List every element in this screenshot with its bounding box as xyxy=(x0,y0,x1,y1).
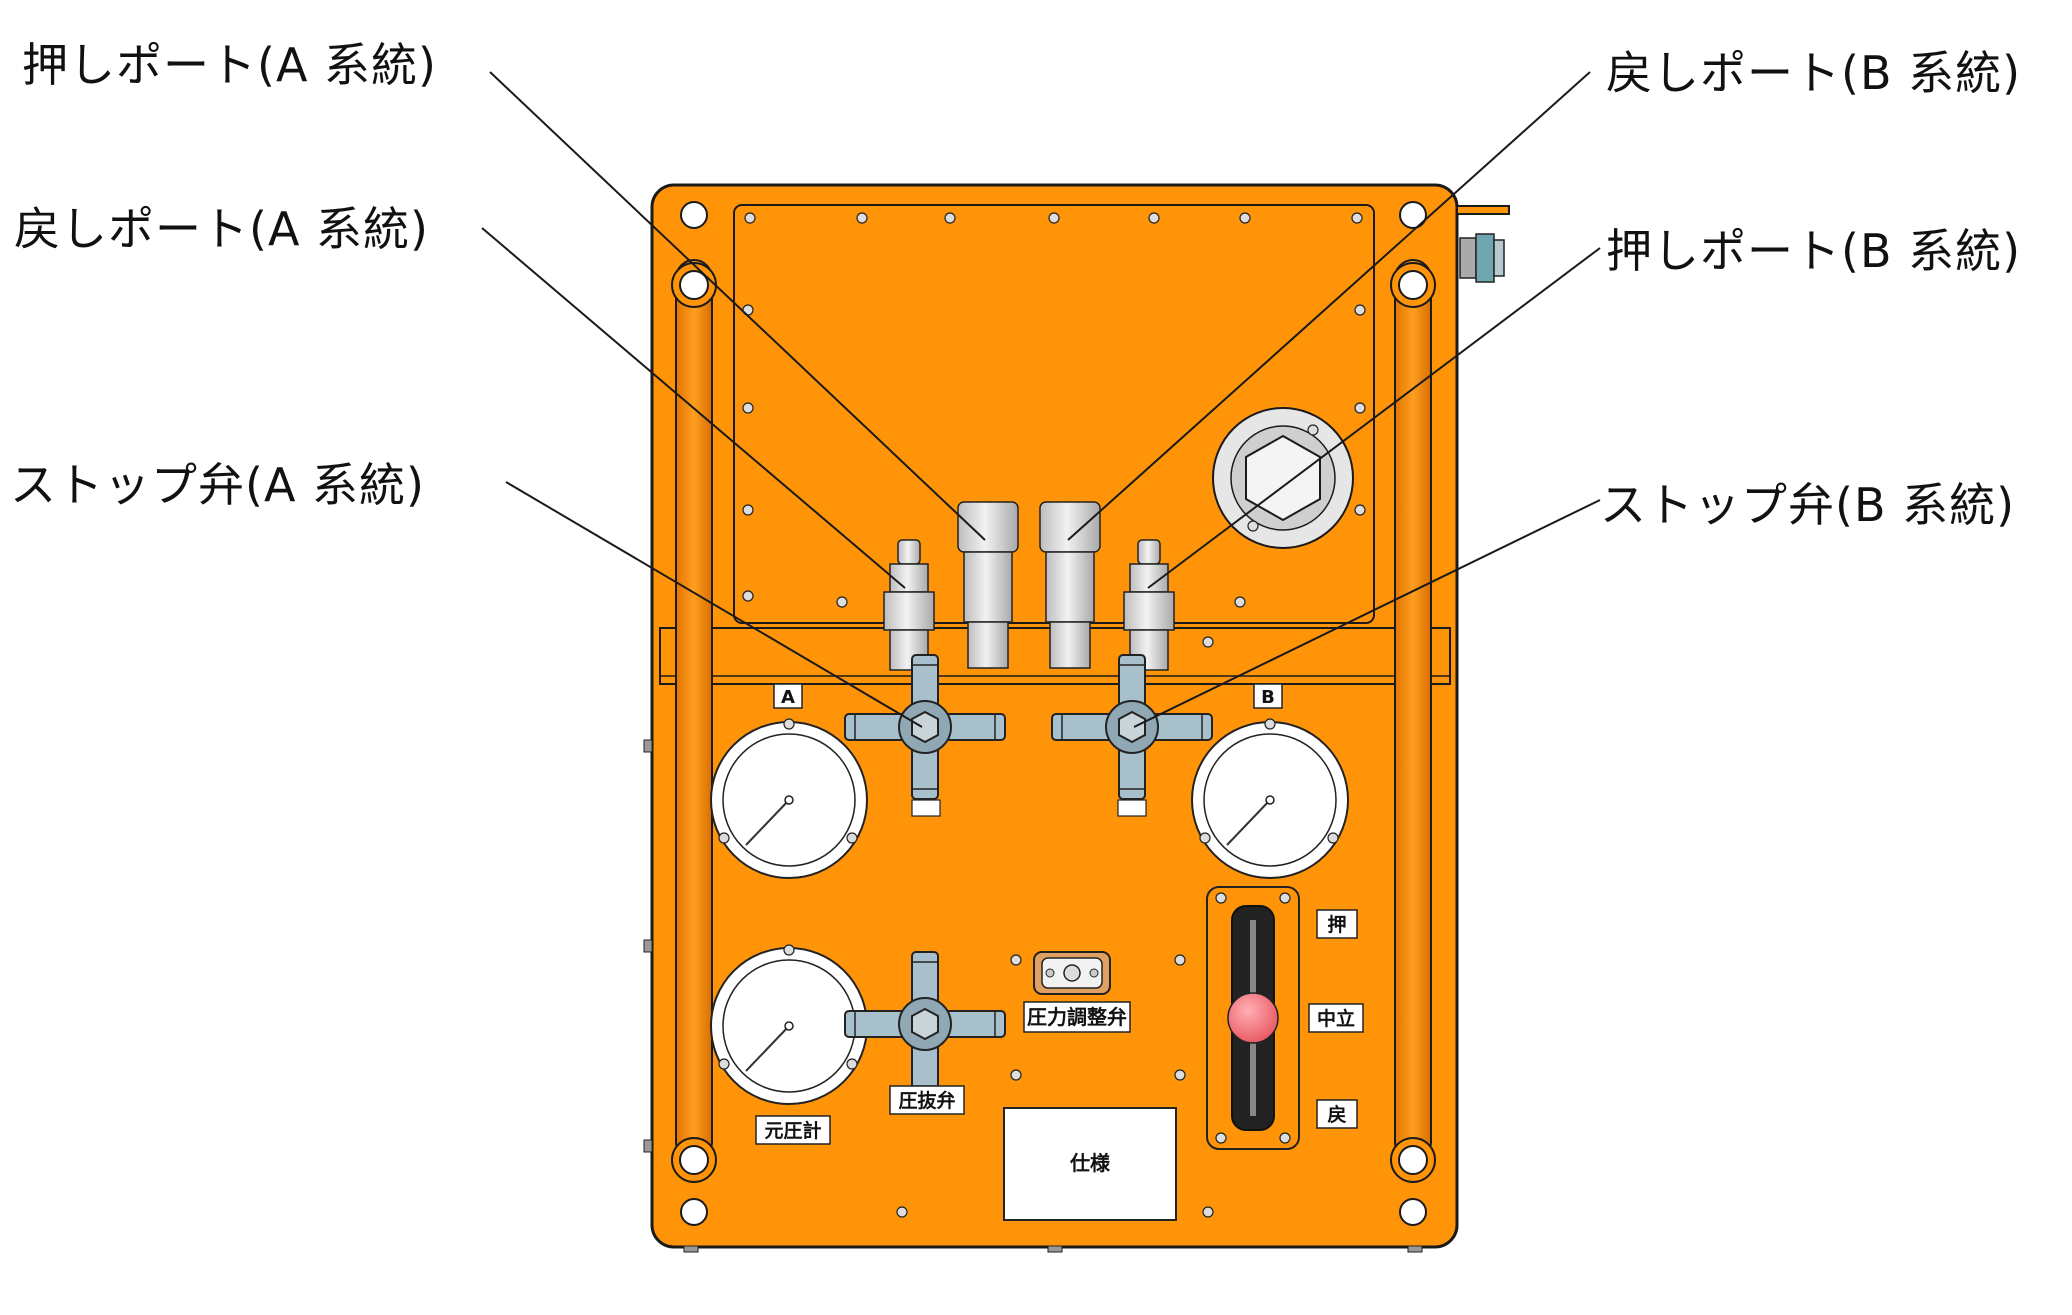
gauge-b-tag: B xyxy=(1253,683,1283,709)
specification-label: 仕様 xyxy=(1069,1151,1111,1175)
source-pressure-gauge-label: 元圧計 xyxy=(764,1119,821,1142)
pressure-regulating-valve[interactable] xyxy=(1033,951,1111,995)
sight-window xyxy=(1212,407,1354,549)
lever-return-label: 戻 xyxy=(1327,1103,1346,1126)
callout-push-port-a: 押しポート(A 系統) xyxy=(22,38,437,92)
lever-neutral-plate: 中立 xyxy=(1308,1003,1364,1033)
leader-lines xyxy=(481,71,1601,728)
callout-stop-valve-a: ストップ弁(A 系統) xyxy=(10,458,425,512)
source-pressure-gauge xyxy=(710,944,868,1105)
pressure-regulating-valve-label: 圧力調整弁 xyxy=(1027,1005,1127,1029)
pressure-regulating-valve-plate: 圧力調整弁 xyxy=(1023,1001,1131,1033)
gauge-a-tag: A xyxy=(773,683,803,709)
pressure-gauge-a xyxy=(710,718,868,879)
callout-push-port-b: 押しポート(B 系統) xyxy=(1606,224,2022,278)
leader-return-port-a xyxy=(481,227,906,589)
direction-lever[interactable] xyxy=(1206,886,1300,1150)
gauge-b-label: B xyxy=(1261,687,1275,708)
pressure-gauge-b xyxy=(1191,718,1349,879)
lever-return-plate: 戻 xyxy=(1316,1099,1358,1129)
source-pressure-gauge-plate: 元圧計 xyxy=(755,1115,831,1145)
pressure-reducing-valve-label: 圧抜弁 xyxy=(898,1089,955,1112)
leader-stop-valve-a xyxy=(505,481,923,728)
leader-stop-valve-b xyxy=(1133,499,1601,728)
callout-return-port-b: 戻しポート(B 系統) xyxy=(1606,46,2022,100)
push-port-a xyxy=(957,501,1019,669)
lever-push-label: 押 xyxy=(1327,913,1346,936)
lever-push-plate: 押 xyxy=(1316,909,1358,939)
cable-gland xyxy=(1459,233,1505,283)
lever-neutral-label: 中立 xyxy=(1317,1007,1355,1030)
leader-push-port-a xyxy=(489,71,986,541)
return-port-b xyxy=(1039,501,1101,669)
specification-plate: 仕様 xyxy=(1003,1107,1177,1221)
callout-stop-valve-b: ストップ弁(B 系統) xyxy=(1600,478,2016,532)
pressure-reducing-valve-plate: 圧抜弁 xyxy=(889,1085,965,1115)
leader-return-port-b xyxy=(1067,71,1591,541)
lever-knob xyxy=(1227,992,1279,1044)
callout-return-port-a: 戻しポート(A 系統) xyxy=(14,202,429,256)
leader-push-port-b xyxy=(1147,247,1601,589)
gauge-a-label: A xyxy=(781,687,795,708)
